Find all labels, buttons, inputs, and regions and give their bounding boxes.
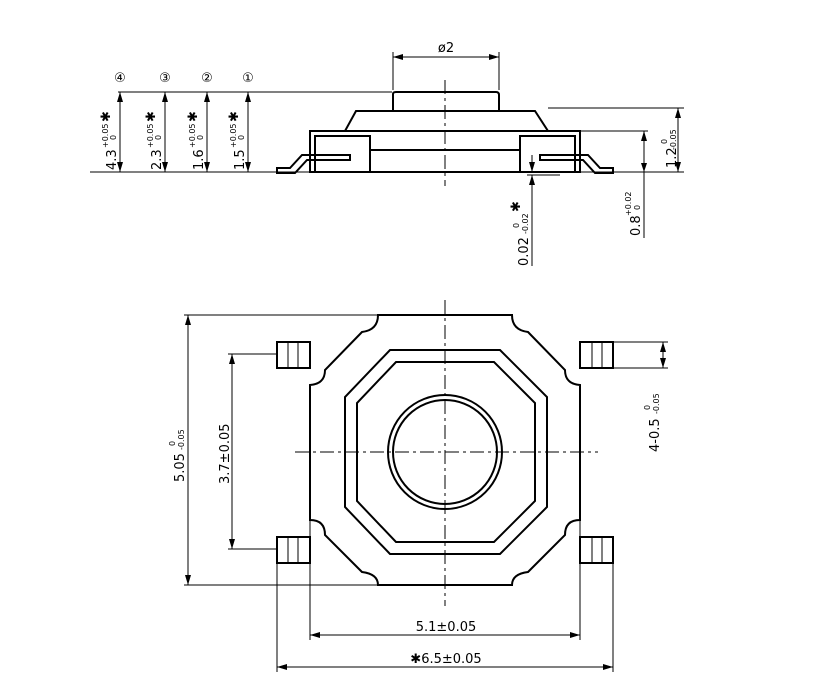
lower-tolerance: 0 — [154, 135, 163, 140]
right-lead — [539, 154, 614, 174]
lead-width-label: 4-0.5 0 -0.05 — [643, 393, 663, 452]
lower-tolerance: 0 — [196, 135, 205, 140]
cover-outline — [344, 349, 548, 555]
height-dimension: 5.05 0 -0.05 — [168, 314, 378, 586]
marker-2: ② — [201, 71, 213, 86]
critical-dimension-mark: ✱ — [99, 111, 114, 122]
height-dimensions: ④ ③ ② ① 4.3 +0.05 0 ✱ 2.3 +0.05 0 ✱ 1.6 … — [99, 71, 254, 172]
dimension-value: 5.05 — [173, 453, 188, 482]
cover-inner-outline — [356, 361, 536, 543]
lead-bottom-left — [276, 536, 311, 564]
left-lead — [276, 154, 351, 174]
dimension-value: 1.5 — [233, 149, 248, 170]
diameter-label: ø2 — [438, 41, 454, 56]
lower-tolerance: 0 — [109, 135, 118, 140]
lower-tolerance: 0 — [237, 135, 246, 140]
height-2-label: 1.6 +0.05 0 ✱ — [186, 111, 207, 170]
body-height-label: 1.2 0 -0.05 — [660, 129, 680, 168]
upper-tolerance: +0.05 — [146, 123, 155, 148]
critical-dimension-mark: ✱ — [144, 111, 159, 122]
lead-gap-dimension: 0.02 0 -0.02 ✱ — [509, 155, 560, 266]
height-4-label: 4.3 +0.05 0 ✱ — [99, 111, 120, 170]
height-label: 5.05 0 -0.05 — [168, 429, 188, 482]
lower-tolerance: -0.05 — [669, 129, 678, 150]
upper-tolerance: 0 — [660, 139, 669, 144]
lead-height-dimension: 0.8 +0.02 0 — [580, 130, 648, 238]
pitch-dimension: 3.7±0.05 — [218, 353, 277, 550]
body-width-dimension: 5.1±0.05 — [309, 520, 581, 640]
lead-height-label: 0.8 +0.02 0 — [624, 191, 644, 236]
lower-tolerance: 0 — [633, 205, 642, 210]
actuator-button — [392, 91, 500, 111]
pitch-label: 3.7±0.05 — [218, 423, 233, 484]
cover-cap — [344, 110, 549, 132]
dimension-value: 1.2 — [665, 147, 680, 168]
height-1-label: 1.5 +0.05 0 ✱ — [227, 111, 248, 170]
upper-tolerance: +0.05 — [229, 123, 238, 148]
height-3-label: 2.3 +0.05 0 ✱ — [144, 111, 165, 170]
upper-tolerance: 0 — [512, 223, 521, 228]
lower-tolerance: -0.02 — [521, 213, 530, 234]
marker-3: ③ — [159, 71, 171, 86]
body-height-dimension: 1.2 0 -0.05 — [548, 107, 684, 173]
lead-top-left — [276, 341, 311, 369]
lower-tolerance: -0.05 — [652, 393, 661, 414]
lead-width-dimension: 4-0.5 0 -0.05 — [613, 341, 668, 452]
bottom-view: 5.05 0 -0.05 3.7±0.05 4-0.5 0 -0.05 — [168, 300, 668, 672]
upper-tolerance: 0 — [643, 405, 652, 410]
body-width-label: 5.1±0.05 — [416, 620, 477, 635]
lower-tolerance: -0.05 — [177, 429, 186, 450]
dimension-value: 4-0.5 — [648, 418, 663, 452]
body-outline — [309, 314, 581, 586]
dimension-value: 2.3 — [150, 149, 165, 170]
critical-dimension-mark: ✱ — [186, 111, 201, 122]
upper-tolerance: +0.02 — [624, 191, 633, 216]
side-view: ø2 ④ ③ ② ① 4.3 +0.05 0 ✱ 2.3 +0.05 0 ✱ — [90, 41, 684, 266]
marker-1: ① — [242, 71, 254, 86]
upper-tolerance: +0.05 — [101, 123, 110, 148]
upper-tolerance: 0 — [168, 441, 177, 446]
upper-tolerance: +0.05 — [188, 123, 197, 148]
marker-4: ④ — [114, 71, 126, 86]
arrowhead — [641, 163, 647, 172]
overall-width-label: ✱6.5±0.05 — [410, 652, 481, 667]
diameter-dimension: ø2 — [392, 41, 500, 90]
lead-bottom-right — [579, 536, 614, 564]
dimension-value: 0.8 — [629, 215, 644, 236]
dimension-value: 4.3 — [105, 149, 120, 170]
critical-dimension-mark: ✱ — [227, 111, 242, 122]
dimension-value: 1.6 — [192, 149, 207, 170]
overall-width-dimension: ✱6.5±0.05 — [276, 563, 614, 672]
dimension-value: 0.02 — [517, 237, 532, 266]
critical-dimension-mark: ✱ — [509, 201, 524, 212]
lead-gap-label: 0.02 0 -0.02 ✱ — [509, 201, 532, 266]
lead-top-right — [579, 341, 614, 369]
